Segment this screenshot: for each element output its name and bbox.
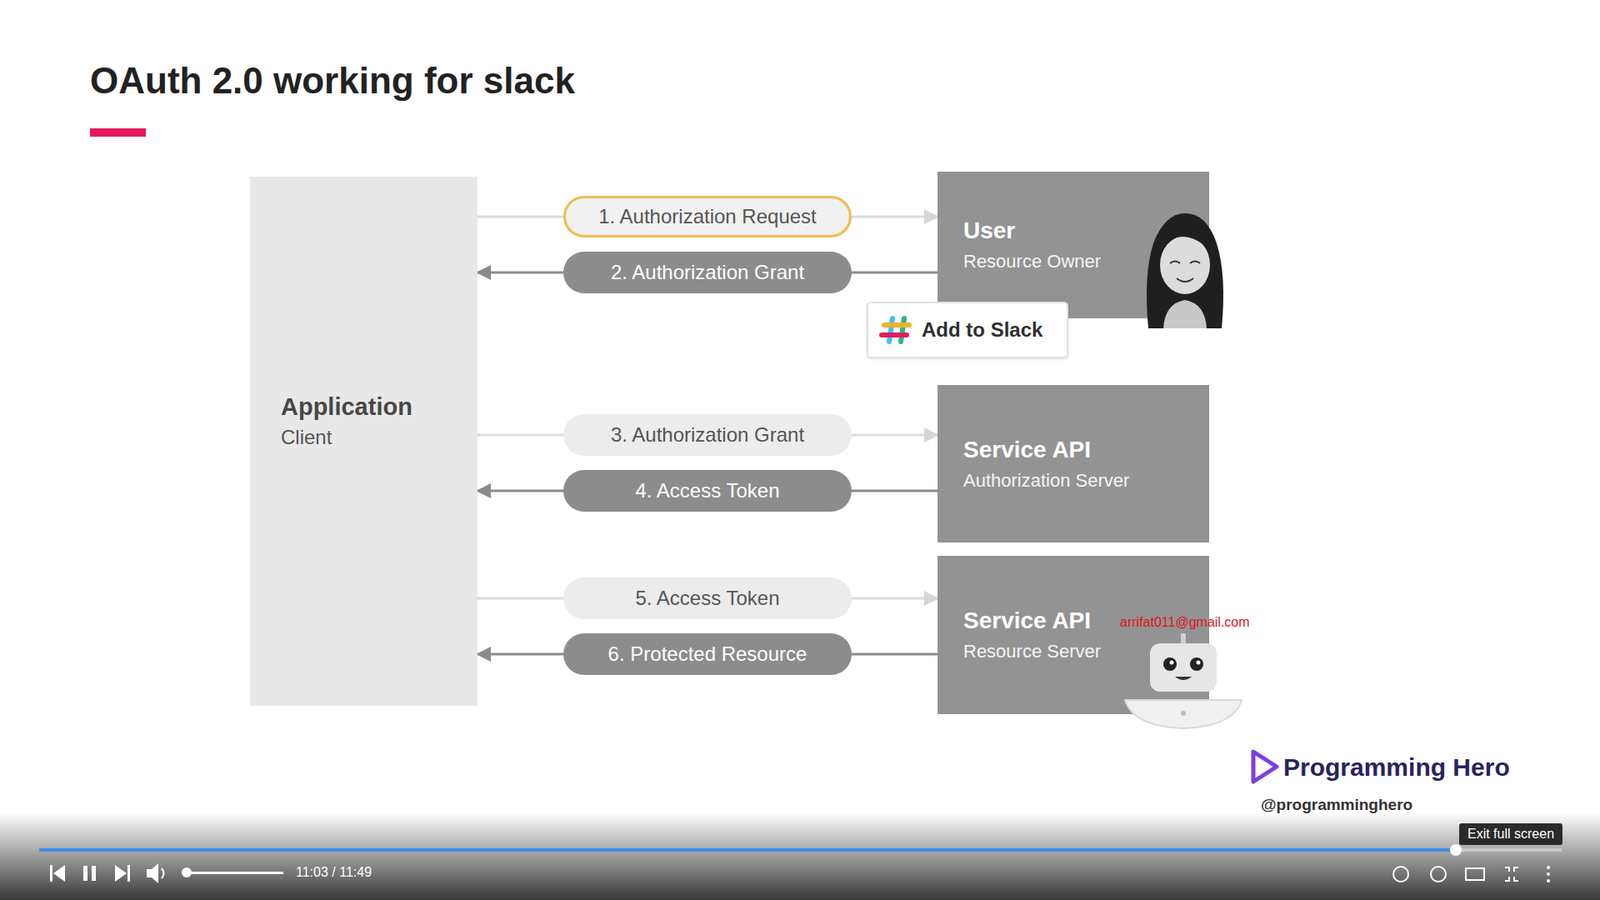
step-pill: 4. Access Token [563, 470, 852, 512]
video-time: 11:03 / 11:49 [295, 865, 372, 880]
title-underline [90, 128, 146, 137]
menu-icon [1546, 872, 1550, 876]
fullscreen-icon [1505, 867, 1519, 881]
player-tooltip: Exit full screen [1459, 823, 1563, 845]
node-subtitle: Client [280, 425, 332, 450]
robot-body [1125, 700, 1242, 729]
step-label: 4. Access Token [635, 479, 780, 503]
volume-icon [161, 868, 165, 879]
step-pill: 2. Authorization Grant [563, 251, 852, 294]
robot-eye [1190, 657, 1204, 671]
avatar-smile [1176, 278, 1194, 282]
robot-button [1180, 710, 1186, 716]
label-text: Programming Hero [1283, 753, 1510, 782]
authorization-server-box: Service API Authorization Server [937, 385, 1210, 543]
resource-owner-box: UserResource Owner [937, 171, 1210, 319]
slide-title: OAuth 2.0 working for slack [90, 60, 575, 102]
pause-icon [91, 865, 96, 881]
node-subtitle: Resource Owner [963, 250, 1101, 273]
volume-icon [146, 863, 159, 884]
title-text: OAuth 2.0 working for slack [90, 60, 575, 102]
step-label: 6. Protected Resource [608, 642, 808, 666]
robot-eye-shine [1170, 660, 1175, 665]
step-label: 1. Authorization Request [598, 205, 817, 229]
label-text: @programminghero [1260, 795, 1413, 815]
brand-logo [1253, 751, 1277, 782]
step-pill: 3. Authorization Grant [563, 414, 852, 456]
robot-illustration [1125, 633, 1242, 729]
volume-knob [181, 867, 192, 878]
rewind-icon [1393, 866, 1409, 882]
robot-antenna [1180, 633, 1186, 645]
resource-server-box: Service API Resource Server [937, 555, 1210, 715]
next-icon [127, 865, 130, 882]
pause-icon [83, 865, 88, 881]
channel-brand: Programming Hero [1283, 753, 1510, 782]
slack-logo-bar [884, 322, 910, 328]
node-subtitle: Resource Server [963, 640, 1101, 663]
avatar-face [1160, 235, 1210, 295]
robot-mouth [1175, 676, 1192, 680]
robot-eye [1163, 657, 1177, 671]
node-title: Add to Slack [921, 318, 1043, 342]
avatar-eyes [1170, 261, 1200, 265]
progress-bar [39, 844, 1562, 856]
robot-eye-shine [1196, 660, 1201, 665]
label-text: arrifat011@gmail.com [1120, 615, 1250, 630]
menu-icon [1546, 865, 1550, 870]
prev-icon [50, 865, 53, 882]
menu-icon [1546, 879, 1550, 883]
node-title: Application [280, 393, 413, 421]
player-shade [0, 812, 1600, 900]
label-text: 11:03 / 11:49 [295, 865, 372, 880]
prev-icon [53, 865, 65, 882]
channel-handle: @programminghero [1260, 795, 1413, 815]
player-controls [50, 863, 1550, 884]
client-box: ApplicationClient [250, 176, 478, 706]
watermark-email: arrifat011@gmail.com [1120, 615, 1250, 630]
step-label: 2. Authorization Grant [610, 260, 805, 285]
robot-head [1150, 643, 1217, 692]
forward-icon [1430, 866, 1446, 882]
step-pill: 6. Protected Resource [563, 633, 852, 675]
avatar-hair [1146, 213, 1224, 329]
node-subtitle: Authorization Server [963, 470, 1130, 492]
add-to-slack-button: Add to Slack [866, 301, 1069, 359]
avatar-fringe [1160, 228, 1210, 250]
progress-track [39, 848, 1562, 852]
avatar-neck [1163, 300, 1207, 329]
user-avatar [1146, 213, 1224, 329]
step-pill: 1. Authorization Request [563, 195, 852, 238]
step-label: 5. Access Token [635, 586, 780, 610]
theater-icon [1465, 868, 1485, 880]
slack-logo-bar [889, 318, 893, 342]
node-title: Service API [963, 436, 1091, 464]
label-text: Exit full screen [1467, 826, 1555, 842]
next-icon [115, 865, 127, 882]
progress-knob [1450, 844, 1462, 856]
node-title: Service API [963, 607, 1091, 635]
node-title: User [963, 217, 1015, 245]
slack-logo-bar [881, 332, 907, 338]
progress-played [39, 848, 1456, 852]
slack-logo [881, 318, 910, 342]
slack-logo-bar [900, 318, 905, 342]
volume-slider [185, 871, 284, 875]
step-label: 3. Authorization Grant [610, 423, 805, 447]
step-pill: 5. Access Token [563, 577, 852, 620]
